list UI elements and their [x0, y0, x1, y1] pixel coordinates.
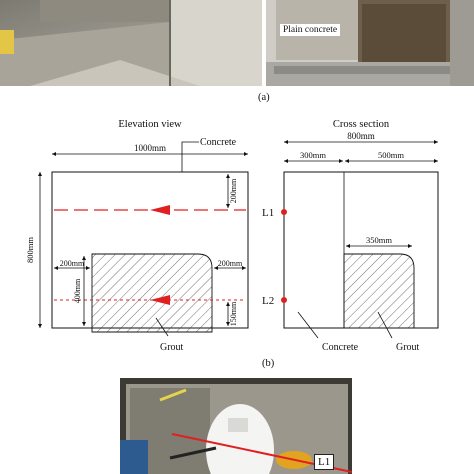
diagram-specimen: Elevation view Cross section 1000mm Conc…	[25, 119, 439, 369]
right-offset-dim: 200mm	[218, 259, 243, 268]
photo-plain-concrete-right: Plain concrete	[266, 0, 474, 86]
elevation-grout-label: Grout	[160, 342, 184, 353]
elevation-height-dim: 800mm	[25, 237, 35, 263]
cross-concrete-leader	[297, 311, 319, 339]
elevation-grout-leader	[155, 317, 169, 337]
photo-formwork-left	[0, 0, 262, 86]
l1-marker	[281, 209, 287, 215]
elevation-width-dim: 1000mm	[134, 143, 166, 153]
l2-label: L2	[262, 295, 274, 307]
elevation-concrete-leader	[180, 141, 199, 185]
cross-grout-width-dim: 350mm	[366, 235, 392, 245]
panel-label-b: (b)	[262, 358, 275, 369]
photo-caption-plain-concrete: Plain concrete	[280, 24, 341, 36]
cross-left-dim: 300mm	[300, 150, 326, 160]
bottom-offset-dim: 150mm	[229, 301, 238, 326]
cross-right-dim: 500mm	[378, 150, 404, 160]
left-offset-dim: 200mm	[60, 259, 85, 268]
elevation-concrete-label: Concrete	[200, 137, 237, 148]
grout-height-dim: 400mm	[73, 278, 82, 303]
cross-grout-leader	[377, 311, 393, 339]
top-offset-dim: 200mm	[229, 178, 238, 203]
cross-width-dim: 800mm	[347, 131, 375, 141]
l1-label: L1	[262, 207, 274, 219]
elevation-grout-region	[91, 253, 213, 333]
cross-section-title: Cross section	[333, 119, 390, 130]
cross-grout-region	[343, 253, 415, 329]
panel-label-a: (a)	[258, 92, 270, 103]
photo-l1-label: L1	[314, 454, 335, 470]
elevation-l2-arrow	[150, 295, 170, 305]
l2-marker	[281, 297, 287, 303]
cross-concrete-label: Concrete	[322, 342, 359, 353]
elevation-l1-arrow	[150, 205, 170, 215]
cross-grout-label: Grout	[396, 342, 420, 353]
elevation-title: Elevation view	[118, 119, 182, 130]
photo-measurement-l1: L1	[120, 378, 352, 474]
